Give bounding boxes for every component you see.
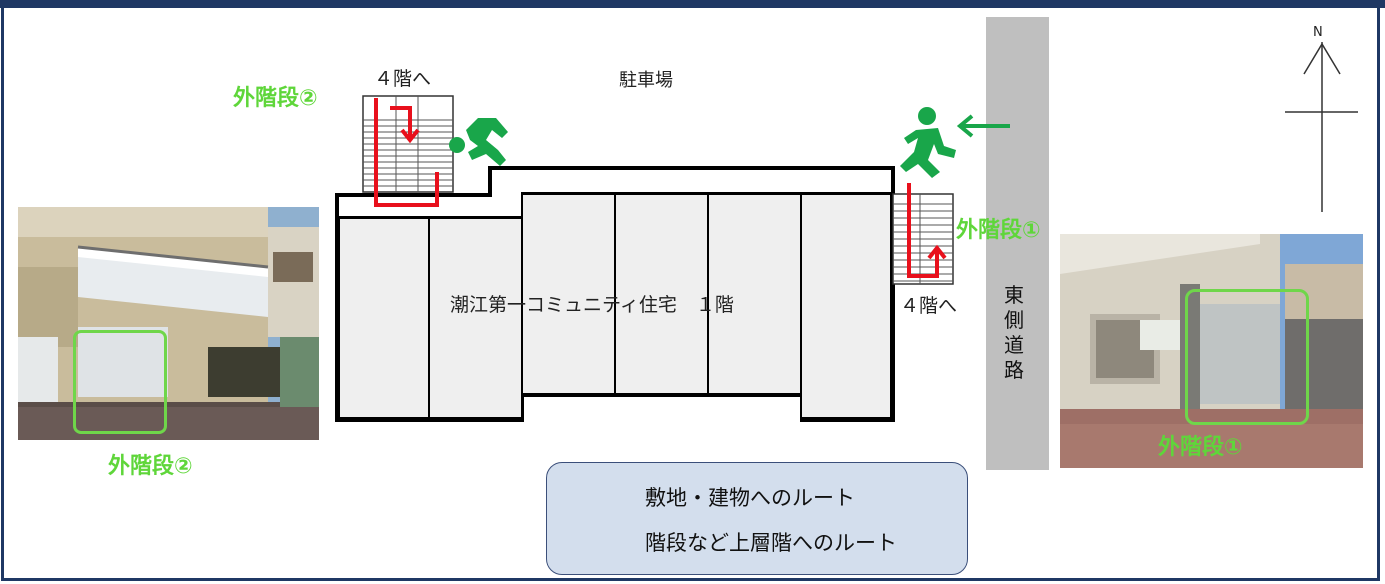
- road-label-char: 東: [1004, 283, 1024, 307]
- stair1-photo: [1060, 234, 1363, 468]
- legend-item-site-route: 敷地・建物へのルート: [645, 486, 855, 510]
- stair1-photo-label: 外階段①: [1158, 435, 1243, 460]
- stair1-highlight: [1185, 289, 1309, 425]
- stair2-highlight: [73, 330, 167, 434]
- emergency-exit-running-icon: [900, 107, 956, 178]
- green-route-arrow: [956, 114, 1010, 138]
- top-border: [0, 0, 1385, 8]
- north-arrow-icon: [1285, 42, 1358, 212]
- road-label-char: 道: [1004, 333, 1024, 357]
- east-road: [986, 17, 1049, 470]
- road-label-char: 側: [1004, 308, 1024, 332]
- route-legend: 敷地・建物へのルート 階段など上層階へのルート: [546, 462, 968, 575]
- road-label-char: 路: [1004, 358, 1024, 382]
- parking-label: 駐車場: [619, 70, 673, 91]
- legend-item-upper-floor-route: 階段など上層階へのルート: [645, 531, 897, 555]
- emergency-exit-falling-icon: [449, 118, 508, 166]
- upper-floor-route: [374, 98, 947, 278]
- stair1-label: 外階段①: [956, 218, 1041, 243]
- stair2-label: 外階段②: [233, 86, 318, 111]
- floor4-top-label: ４階へ: [374, 68, 432, 90]
- stair2-photo: [18, 207, 319, 440]
- floor4-right-label: ４階へ: [900, 295, 958, 317]
- stair1-diagram: [892, 193, 954, 285]
- north-label: N: [1313, 25, 1323, 40]
- stair2-photo-label: 外階段②: [108, 454, 193, 479]
- building-name-label: 潮江第一コミュニティ住宅 １階: [450, 294, 734, 316]
- rooms: [338, 193, 892, 419]
